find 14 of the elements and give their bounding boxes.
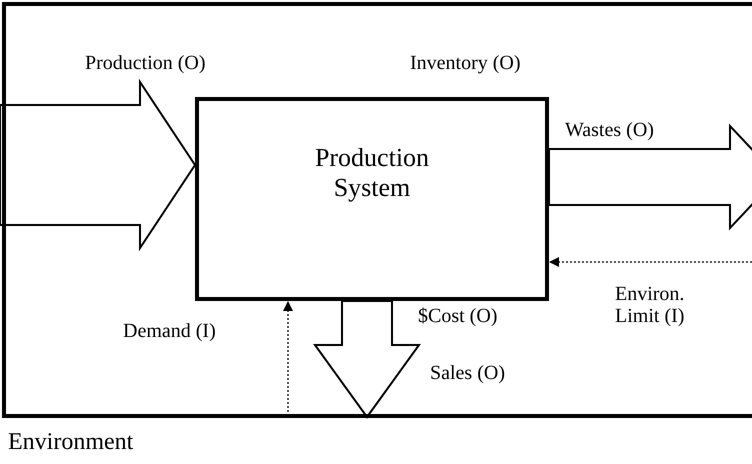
edge-label: Production (O): [85, 52, 206, 74]
edge-label: Environ. Limit (I): [615, 283, 686, 327]
edge-label: Demand (I): [123, 320, 216, 342]
annotation-label: $Cost (O): [418, 305, 498, 327]
block-arrow: [313, 300, 421, 419]
edge-label: Wastes (O): [565, 119, 654, 141]
environment-label: Environment: [8, 428, 134, 456]
edge-label: Sales (O): [430, 362, 505, 384]
process-box: [195, 97, 549, 301]
block-arrow: [0, 78, 196, 252]
dotted-arrow: [549, 257, 752, 267]
block-arrow: [548, 123, 752, 231]
process-label: Production System: [314, 143, 430, 203]
annotation-label: Inventory (O): [410, 52, 521, 74]
